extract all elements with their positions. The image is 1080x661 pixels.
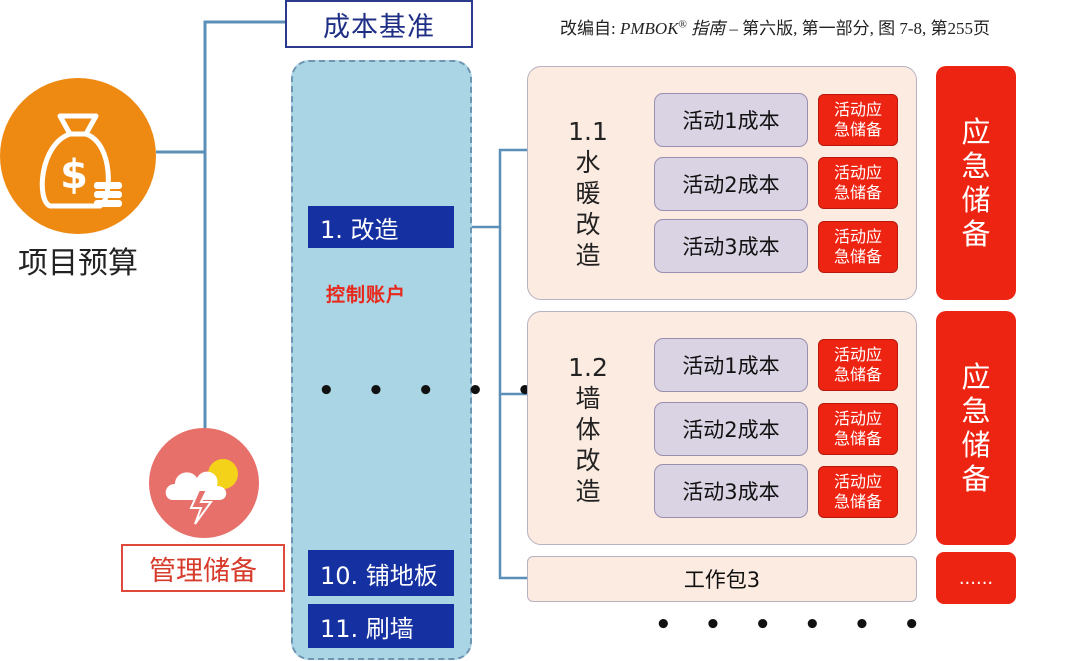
management-reserve-box: 管理储备 bbox=[121, 544, 285, 592]
svg-text:$: $ bbox=[60, 152, 88, 198]
project-budget-circle: $ bbox=[0, 78, 156, 234]
contingency-reserve-block: 应急储备 bbox=[936, 311, 1016, 545]
activity-cost: 活动1成本 bbox=[654, 338, 808, 392]
activity-contingency-reserve: 活动应急储备 bbox=[818, 221, 898, 273]
activity-cost: 活动1成本 bbox=[654, 93, 808, 147]
activity-cost: 活动3成本 bbox=[654, 219, 808, 273]
work-packages-ellipsis: • • • • • • bbox=[655, 610, 932, 640]
work-package-3-reserve: ...... bbox=[936, 552, 1016, 604]
storm-cloud-icon bbox=[165, 459, 238, 525]
source-note: 改编自: PMBOK® 指南 – 第六版, 第一部分, 图 7-8, 第255页 bbox=[560, 18, 991, 38]
activity-contingency-reserve: 活动应急储备 bbox=[818, 466, 898, 518]
activity-cost: 活动3成本 bbox=[654, 464, 808, 518]
activity-contingency-reserve: 活动应急储备 bbox=[818, 403, 898, 455]
activity-contingency-reserve: 活动应急储备 bbox=[818, 94, 898, 146]
account-flooring: 10. 铺地板 bbox=[308, 550, 454, 596]
money-bag-icon: $ bbox=[39, 113, 122, 209]
work-package-3: 工作包3 bbox=[527, 556, 917, 602]
project-budget-label: 项目预算 bbox=[18, 246, 138, 281]
account-renovation: 1. 改造 bbox=[308, 206, 454, 248]
activity-cost: 活动2成本 bbox=[654, 157, 808, 211]
activity-contingency-reserve: 活动应急储备 bbox=[818, 157, 898, 209]
activity-contingency-reserve: 活动应急储备 bbox=[818, 339, 898, 391]
management-reserve-circle bbox=[149, 428, 259, 538]
activity-cost: 活动2成本 bbox=[654, 402, 808, 456]
contingency-reserve-block: 应急储备 bbox=[936, 66, 1016, 300]
control-account-label: 控制账户 bbox=[326, 284, 407, 306]
account-painting: 11. 刷墙 bbox=[308, 604, 454, 648]
cost-baseline-box: 成本基准 bbox=[285, 0, 473, 48]
